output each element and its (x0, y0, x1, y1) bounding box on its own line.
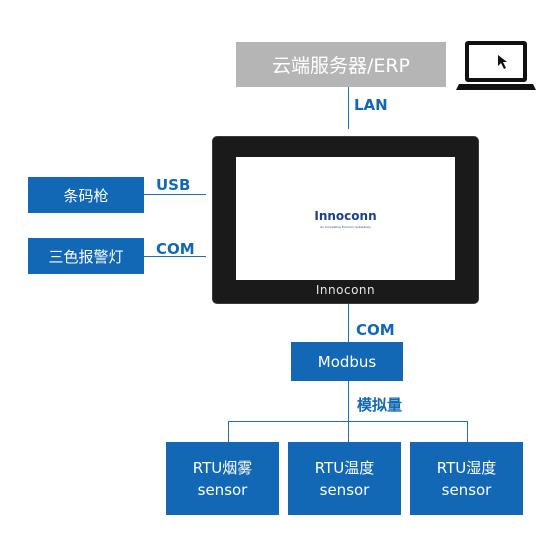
barcode-scanner-label: 条码枪 (63, 186, 109, 205)
screen-tagline: An Innovative Foxconn Subsidiary (320, 225, 371, 229)
sensor-drop-line-2 (348, 421, 349, 442)
analog-connector-line (348, 381, 349, 421)
alarm-light-box: 三色报警灯 (28, 238, 144, 274)
smoke-sensor-box: RTU烟雾 sensor (166, 442, 279, 515)
screen-logo: Innoconn (314, 209, 377, 223)
device-screen: Innoconn An Innovative Foxconn Subsidiar… (236, 157, 455, 280)
temperature-sensor-type: sensor (319, 480, 370, 499)
modbus-box: Modbus (291, 342, 403, 381)
humidity-sensor-name: RTU湿度 (436, 458, 497, 477)
humidity-sensor-type: sensor (441, 480, 492, 499)
bezel-logo: Innoconn (315, 283, 376, 297)
sensor-drop-line-3 (467, 421, 468, 442)
smoke-sensor-name: RTU烟雾 (192, 458, 253, 477)
smoke-sensor-type: sensor (197, 480, 248, 499)
cloud-server-box: 云端服务器/ERP (236, 42, 446, 87)
barcode-scanner-box: 条码枪 (28, 177, 144, 213)
com-bottom-connector-line (348, 304, 349, 342)
temperature-sensor-name: RTU温度 (314, 458, 375, 477)
com-left-label: COM (156, 240, 195, 258)
cloud-server-label: 云端服务器/ERP (271, 55, 411, 77)
alarm-light-label: 三色报警灯 (48, 247, 124, 266)
panel-pc-device: Innoconn An Innovative Foxconn Subsidiar… (212, 136, 479, 304)
analog-label: 模拟量 (357, 396, 403, 414)
com-bottom-label: COM (356, 321, 395, 339)
usb-label: USB (156, 176, 191, 194)
com-left-connector-line (144, 256, 206, 257)
temperature-sensor-box: RTU温度 sensor (288, 442, 401, 515)
modbus-label: Modbus (317, 352, 377, 371)
usb-connector-line (144, 194, 206, 195)
lan-label: LAN (354, 96, 388, 114)
laptop-icon (456, 41, 536, 90)
sensor-drop-line-1 (228, 421, 229, 442)
lan-connector-line (348, 87, 349, 129)
humidity-sensor-box: RTU湿度 sensor (410, 442, 523, 515)
